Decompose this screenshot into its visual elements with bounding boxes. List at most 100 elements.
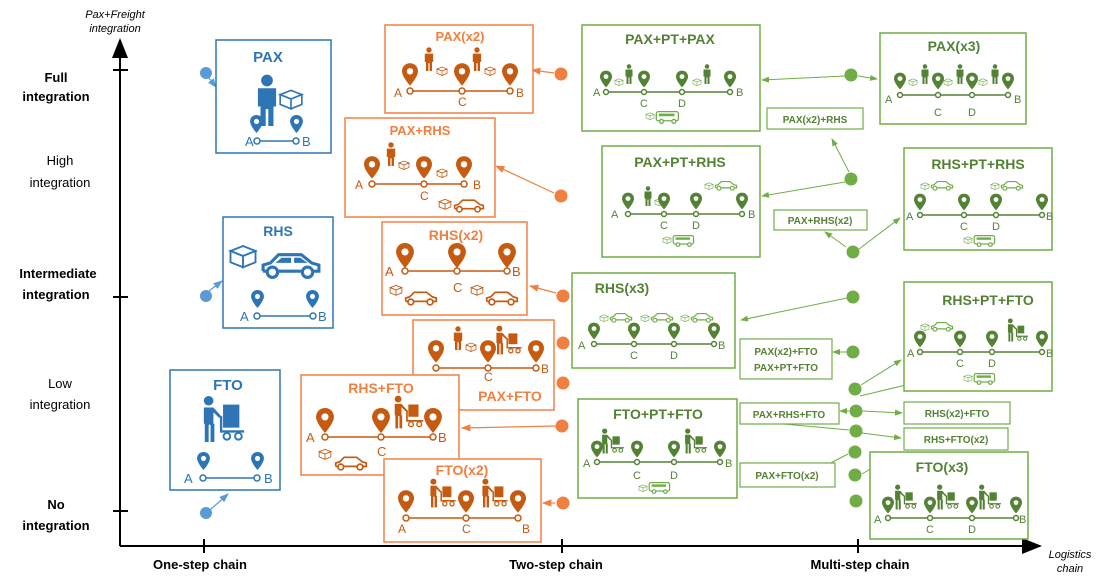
parcel-icon xyxy=(438,198,452,210)
label-rhs2fto-text: RHS(x2)+FTO xyxy=(925,409,990,420)
dot-paxfto xyxy=(556,336,570,350)
node-d: D xyxy=(988,358,996,370)
node-c: C xyxy=(458,95,467,109)
y-axis-title-1: Pax+Freight xyxy=(85,9,146,21)
x-level-one-step: One-step chain xyxy=(153,557,247,572)
x-level-two-step: Two-step chain xyxy=(509,557,603,572)
box-rhsptrhs-title: RHS+PT+RHS xyxy=(931,156,1024,172)
node-d: D xyxy=(968,524,976,536)
node-c: C xyxy=(640,98,648,110)
node-c: C xyxy=(956,358,964,370)
node-a: A xyxy=(874,514,882,526)
node-b: B xyxy=(725,458,732,470)
dot-rhs2 xyxy=(556,289,570,303)
dot-pax xyxy=(200,67,212,79)
box-paxptpax: PAX+PT+PAX A C D B xyxy=(581,24,761,132)
box-fto3-title: FTO(x3) xyxy=(916,459,969,475)
box-paxptrhs-title: PAX+PT+RHS xyxy=(634,154,726,170)
dot-m10 xyxy=(848,468,862,482)
parcel-icon xyxy=(680,314,690,322)
box-rhs-title: RHS xyxy=(263,223,293,239)
parcel-icon xyxy=(692,78,702,86)
box-paxrhs-title: PAX+RHS xyxy=(390,123,451,138)
box-rhs2: RHS(x2) A C B xyxy=(381,221,528,316)
label-paxfto2-text: PAX+FTO(x2) xyxy=(755,471,818,482)
node-b: B xyxy=(1019,514,1026,526)
box-fto: FTO A B xyxy=(169,369,281,491)
node-a: A xyxy=(583,458,591,470)
node-c: C xyxy=(453,280,462,295)
parcel-icon xyxy=(943,78,953,86)
dot-m2 xyxy=(844,172,858,186)
node-a: A xyxy=(385,264,394,279)
label-pax2fto-text-1: PAX(x2)+FTO xyxy=(754,347,817,358)
dot-m3 xyxy=(846,245,860,259)
node-d: D xyxy=(992,221,1000,233)
parcel-icon xyxy=(704,182,714,190)
label-rhsfto2: RHS+FTO(x2) xyxy=(903,427,1009,451)
dot-m11 xyxy=(849,494,863,508)
node-b: B xyxy=(1014,94,1021,106)
node-c: C xyxy=(660,220,668,232)
label-rhsfto2-text: RHS+FTO(x2) xyxy=(924,435,989,446)
node-b: B xyxy=(438,430,447,445)
node-a: A xyxy=(885,94,893,106)
node-d: D xyxy=(692,220,700,232)
node-b: B xyxy=(264,471,273,486)
dot-pax2 xyxy=(554,67,568,81)
level-full-1: Full xyxy=(44,70,67,85)
dot-m8 xyxy=(849,424,863,438)
x-axis-title-1: Logistics xyxy=(1049,549,1092,561)
node-b: B xyxy=(748,209,755,221)
label-paxfto2: PAX+FTO(x2) xyxy=(739,462,836,488)
box-pax2-title: PAX(x2) xyxy=(436,29,485,44)
node-a: A xyxy=(394,86,402,100)
node-d: D xyxy=(968,107,976,119)
parcel-icon xyxy=(436,66,448,76)
box-rhsptrhs: RHS+PT+RHS A C D B xyxy=(903,147,1053,251)
box-rhs3-title: RHS(x3) xyxy=(595,280,649,296)
node-b: B xyxy=(473,178,481,192)
axes: Pax+Freight integration Logistics chain … xyxy=(19,9,1092,575)
parcel-icon xyxy=(908,78,918,86)
node-b: B xyxy=(302,134,311,149)
level-low-1: Low xyxy=(48,376,72,391)
parcel-icon xyxy=(436,168,448,178)
node-d: D xyxy=(678,98,686,110)
node-a: A xyxy=(240,309,249,324)
parcel-icon xyxy=(279,89,303,110)
dot-fto2b xyxy=(556,496,570,510)
box-fto3: FTO(x3) A C D B xyxy=(869,451,1029,540)
label-paxrhs2: PAX+RHS(x2) xyxy=(773,209,868,231)
parcel-icon xyxy=(465,342,477,352)
dot-m5 xyxy=(846,345,860,359)
y-axis-title-2: integration xyxy=(89,23,140,35)
parcel-icon xyxy=(963,374,973,382)
node-b: B xyxy=(516,86,524,100)
parcel-icon xyxy=(398,160,410,170)
node-a: A xyxy=(611,209,619,221)
parcel-icon xyxy=(920,323,930,331)
dot-fto2 xyxy=(555,419,569,433)
node-a: A xyxy=(398,522,406,536)
node-c: C xyxy=(377,444,386,459)
x-axis-title-2: chain xyxy=(1057,563,1083,575)
one-step-group: PAX A B RHS A B FTO xyxy=(169,39,334,519)
node-b: B xyxy=(1046,211,1053,223)
box-rhs: RHS A B xyxy=(222,216,334,329)
box-rhsptfto-title: RHS+PT+FTO xyxy=(942,292,1034,308)
box-rhsfto-title: RHS+FTO xyxy=(348,380,414,396)
box-fto-title: FTO xyxy=(213,377,243,394)
level-no-2: integration xyxy=(22,518,89,533)
dot-rhs xyxy=(200,290,212,302)
box-fto2: FTO(x2) A C B xyxy=(383,458,542,543)
level-full-2: integration xyxy=(22,89,89,104)
node-c: C xyxy=(630,350,638,362)
box-rhsptfto: RHS+PT+FTO A C D B xyxy=(903,281,1053,392)
parcel-icon xyxy=(963,236,973,244)
node-b: B xyxy=(736,87,743,99)
label-rhs2fto: RHS(x2)+FTO xyxy=(903,401,1011,425)
node-b: B xyxy=(318,309,327,324)
level-intermediate-2: integration xyxy=(22,287,89,302)
